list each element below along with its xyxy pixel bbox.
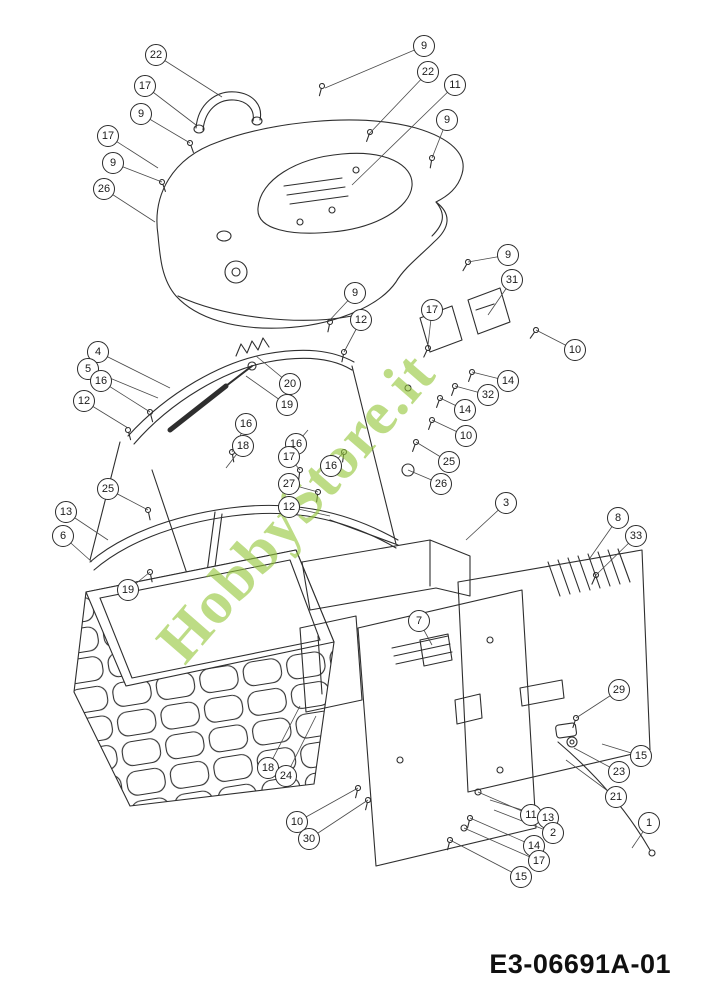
callout-30: 30 (298, 828, 320, 850)
callout-17: 17 (134, 75, 156, 97)
callout-4: 4 (87, 341, 109, 363)
callout-9: 9 (344, 282, 366, 304)
callout-17: 17 (278, 446, 300, 468)
callout-8: 8 (607, 507, 629, 529)
callout-14: 14 (454, 399, 476, 421)
grass-basket-drawing (73, 549, 335, 807)
callout-16: 16 (90, 370, 112, 392)
leader-line-11 (351, 84, 456, 186)
callout-21: 21 (605, 786, 627, 808)
callout-25: 25 (438, 451, 460, 473)
callout-33: 33 (625, 525, 647, 547)
callout-9: 9 (413, 35, 435, 57)
leader-line-4 (97, 351, 171, 389)
hood-assembly-drawing (156, 91, 511, 353)
callout-16: 16 (320, 455, 342, 477)
callout-31: 31 (501, 269, 523, 291)
callout-18: 18 (232, 435, 254, 457)
callout-26: 26 (93, 178, 115, 200)
callout-9: 9 (130, 103, 152, 125)
callout-3: 3 (495, 492, 517, 514)
callout-23: 23 (608, 761, 630, 783)
leader-line-22 (367, 71, 429, 136)
leader-line-9 (324, 45, 425, 89)
callout-32: 32 (477, 384, 499, 406)
callout-17: 17 (528, 850, 550, 872)
callout-22: 22 (417, 61, 439, 83)
callout-10: 10 (564, 339, 586, 361)
callout-19: 19 (117, 579, 139, 601)
callout-12: 12 (73, 390, 95, 412)
callout-9: 9 (436, 109, 458, 131)
leader-line-15 (449, 839, 522, 878)
callout-13: 13 (55, 501, 77, 523)
diagram-part-number: E3-06691A-01 (489, 949, 671, 979)
callout-9: 9 (102, 152, 124, 174)
callout-16: 16 (235, 413, 257, 435)
callout-26: 26 (430, 473, 452, 495)
callout-17: 17 (97, 125, 119, 147)
callout-6: 6 (52, 525, 74, 547)
callout-24: 24 (275, 765, 297, 787)
leader-line-30 (308, 799, 369, 840)
callout-15: 15 (510, 866, 532, 888)
callout-25: 25 (97, 478, 119, 500)
leader-line-22 (155, 54, 223, 98)
callout-7: 7 (408, 610, 430, 632)
callout-11: 11 (444, 74, 466, 96)
callout-14: 14 (497, 370, 519, 392)
callout-29: 29 (608, 679, 630, 701)
callout-1: 1 (638, 812, 660, 834)
frame-assembly-drawing (89, 337, 415, 643)
leader-lines (62, 45, 650, 878)
callout-15: 15 (630, 745, 652, 767)
callout-10: 10 (286, 811, 308, 833)
support-bracket-drawing (299, 539, 471, 713)
callout-19: 19 (276, 394, 298, 416)
callout-2: 2 (542, 822, 564, 844)
fastener-hardware-drawing (124, 82, 600, 851)
callout-10: 10 (455, 425, 477, 447)
callout-11: 11 (520, 804, 542, 826)
leader-line-17 (463, 827, 540, 862)
callout-22: 22 (145, 44, 167, 66)
rear-panels-drawing (357, 548, 656, 867)
callout-27: 27 (278, 473, 300, 495)
callout-17: 17 (421, 299, 443, 321)
callout-12: 12 (350, 309, 372, 331)
callout-9: 9 (497, 244, 519, 266)
leader-line-10 (296, 787, 359, 823)
callout-12: 12 (278, 496, 300, 518)
callout-20: 20 (279, 373, 301, 395)
